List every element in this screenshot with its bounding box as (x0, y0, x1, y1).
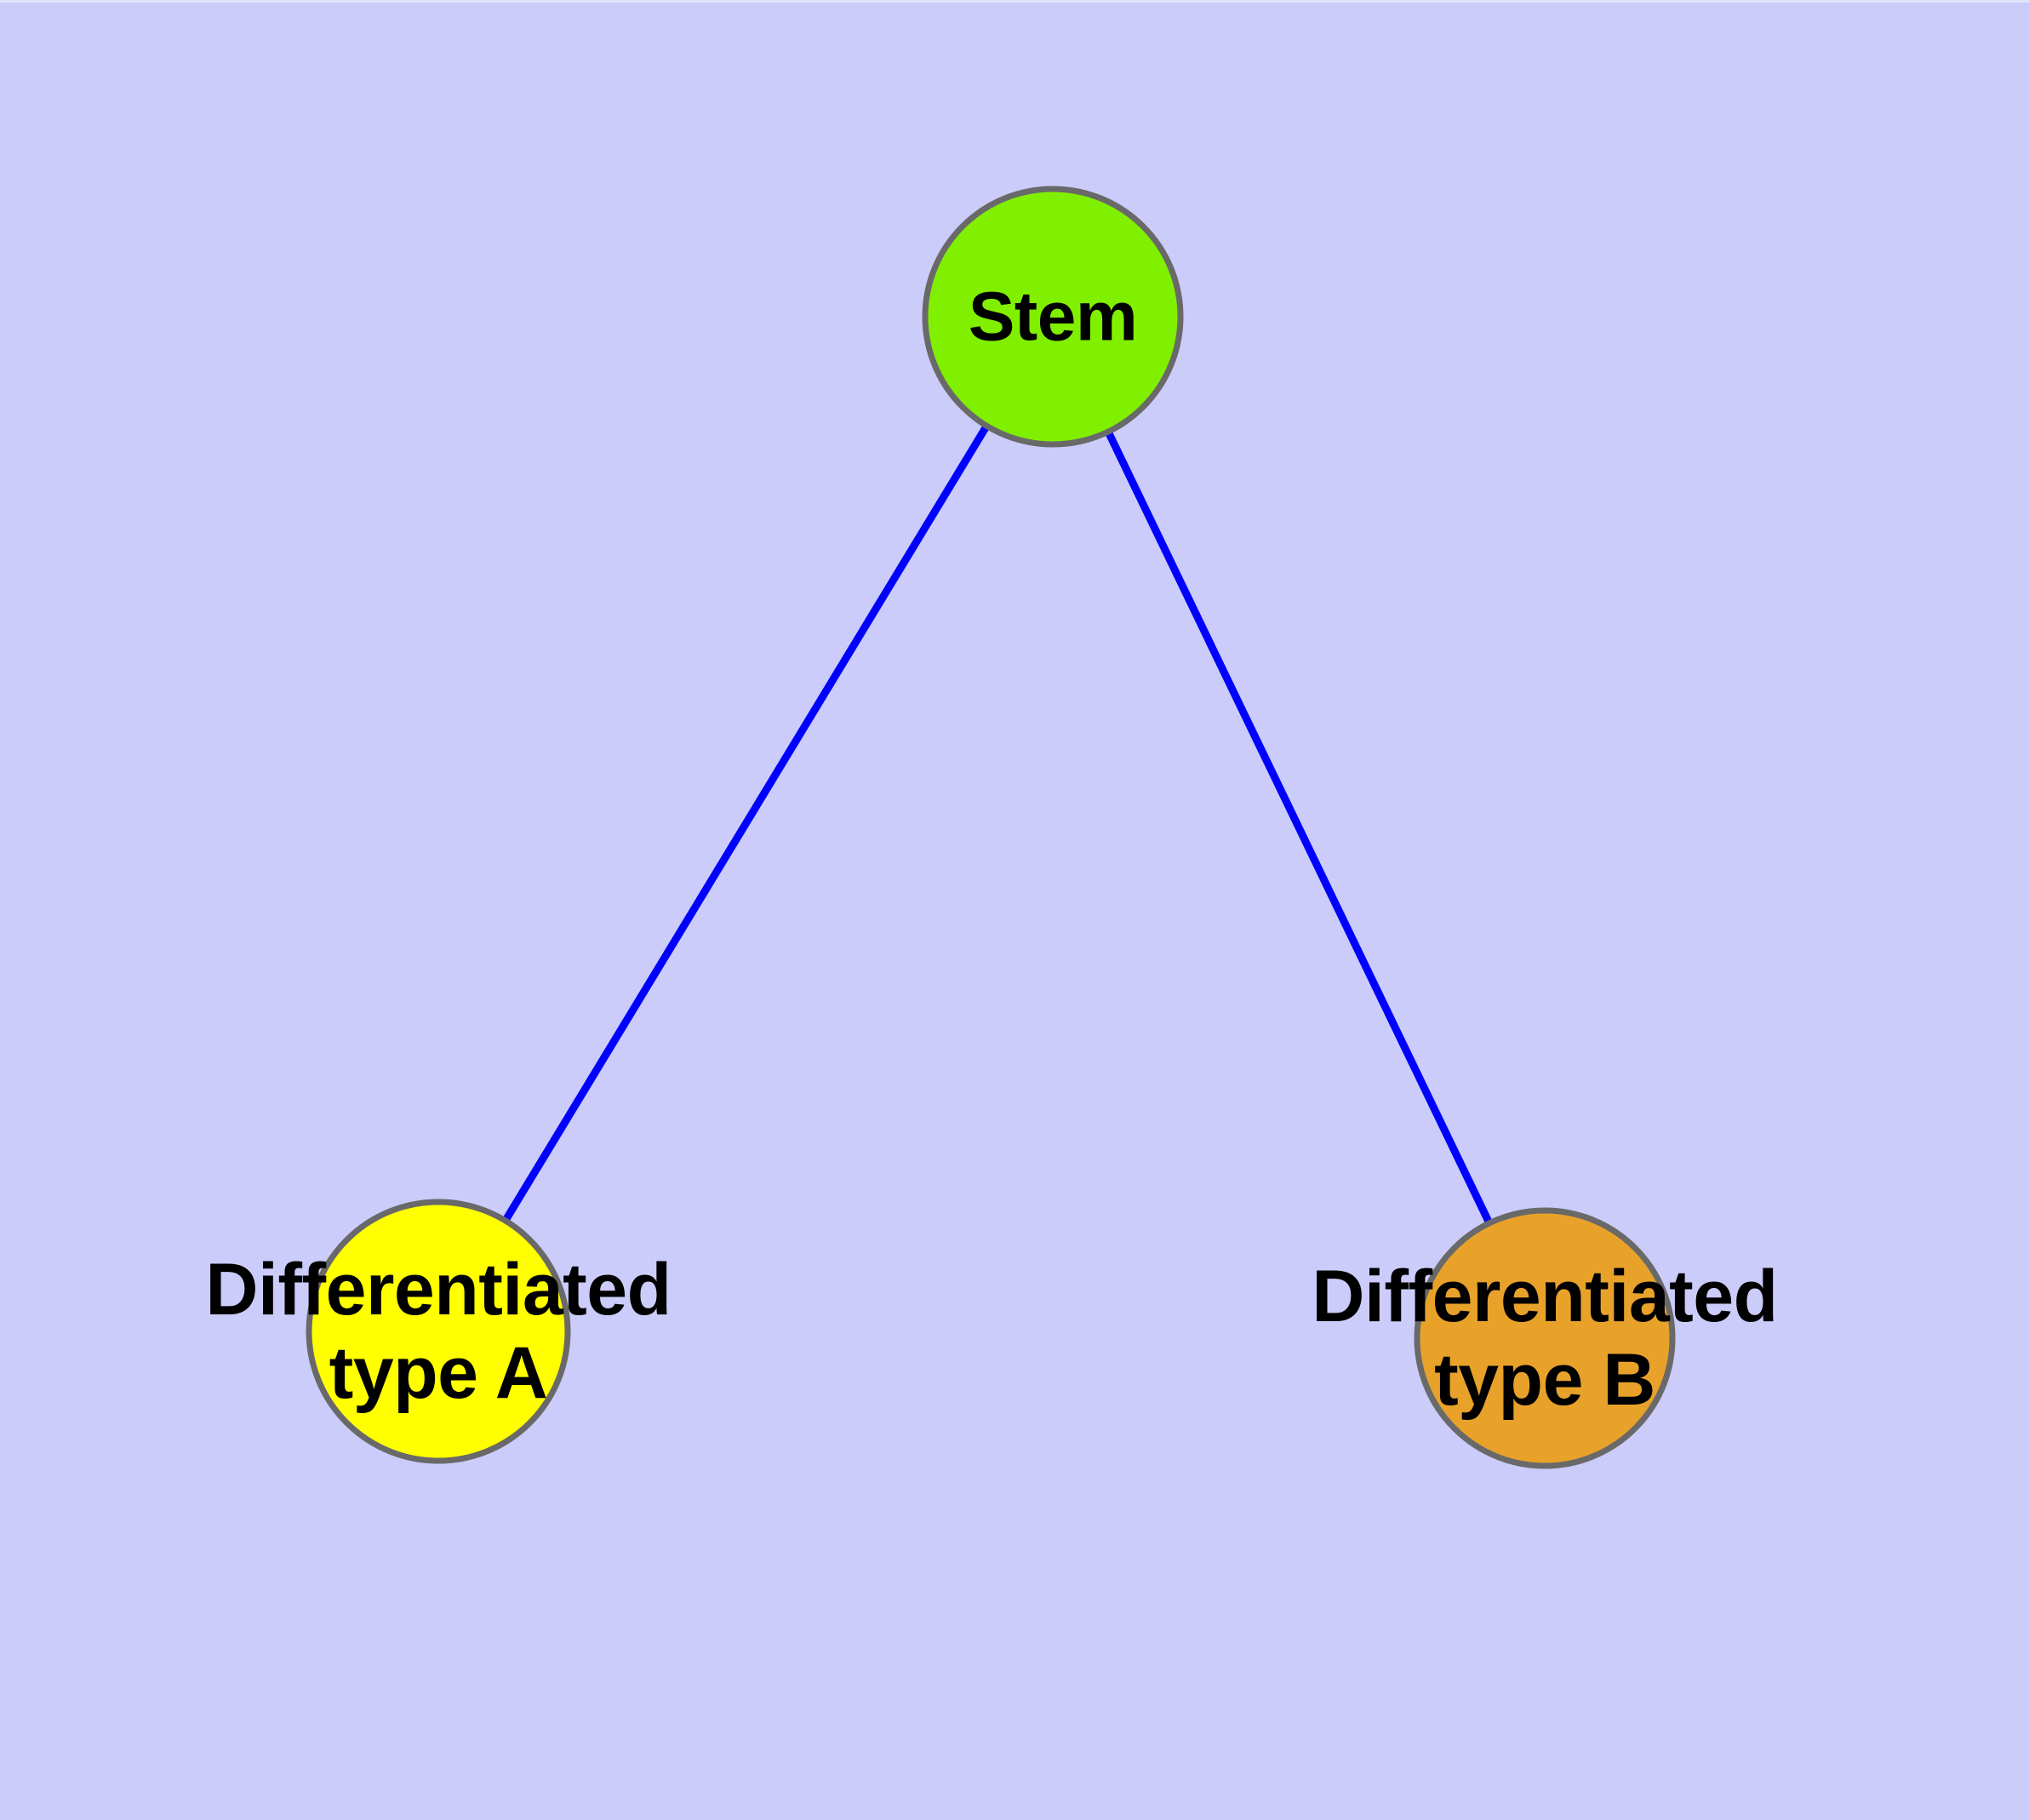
edge-layer (435, 314, 1549, 1340)
node-diff-a[interactable] (306, 1199, 571, 1464)
node-diff-b[interactable] (1414, 1207, 1676, 1469)
node-layer (306, 186, 1676, 1469)
edge-stem-diff-a (435, 314, 1056, 1334)
top-edge-strip (0, 0, 2029, 3)
node-stem[interactable] (922, 186, 1184, 448)
edge-stem-diff-b (1049, 315, 1549, 1340)
